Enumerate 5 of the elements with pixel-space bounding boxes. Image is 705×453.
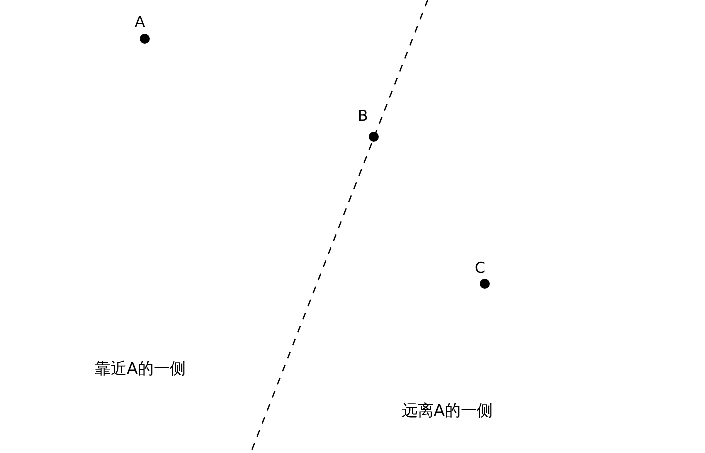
point-label: A: [135, 13, 146, 31]
region-label: 靠近A的一侧: [95, 359, 186, 379]
region-label: 远离A的一侧: [402, 401, 493, 421]
point-label: B: [358, 107, 368, 125]
point-label: C: [475, 259, 486, 277]
